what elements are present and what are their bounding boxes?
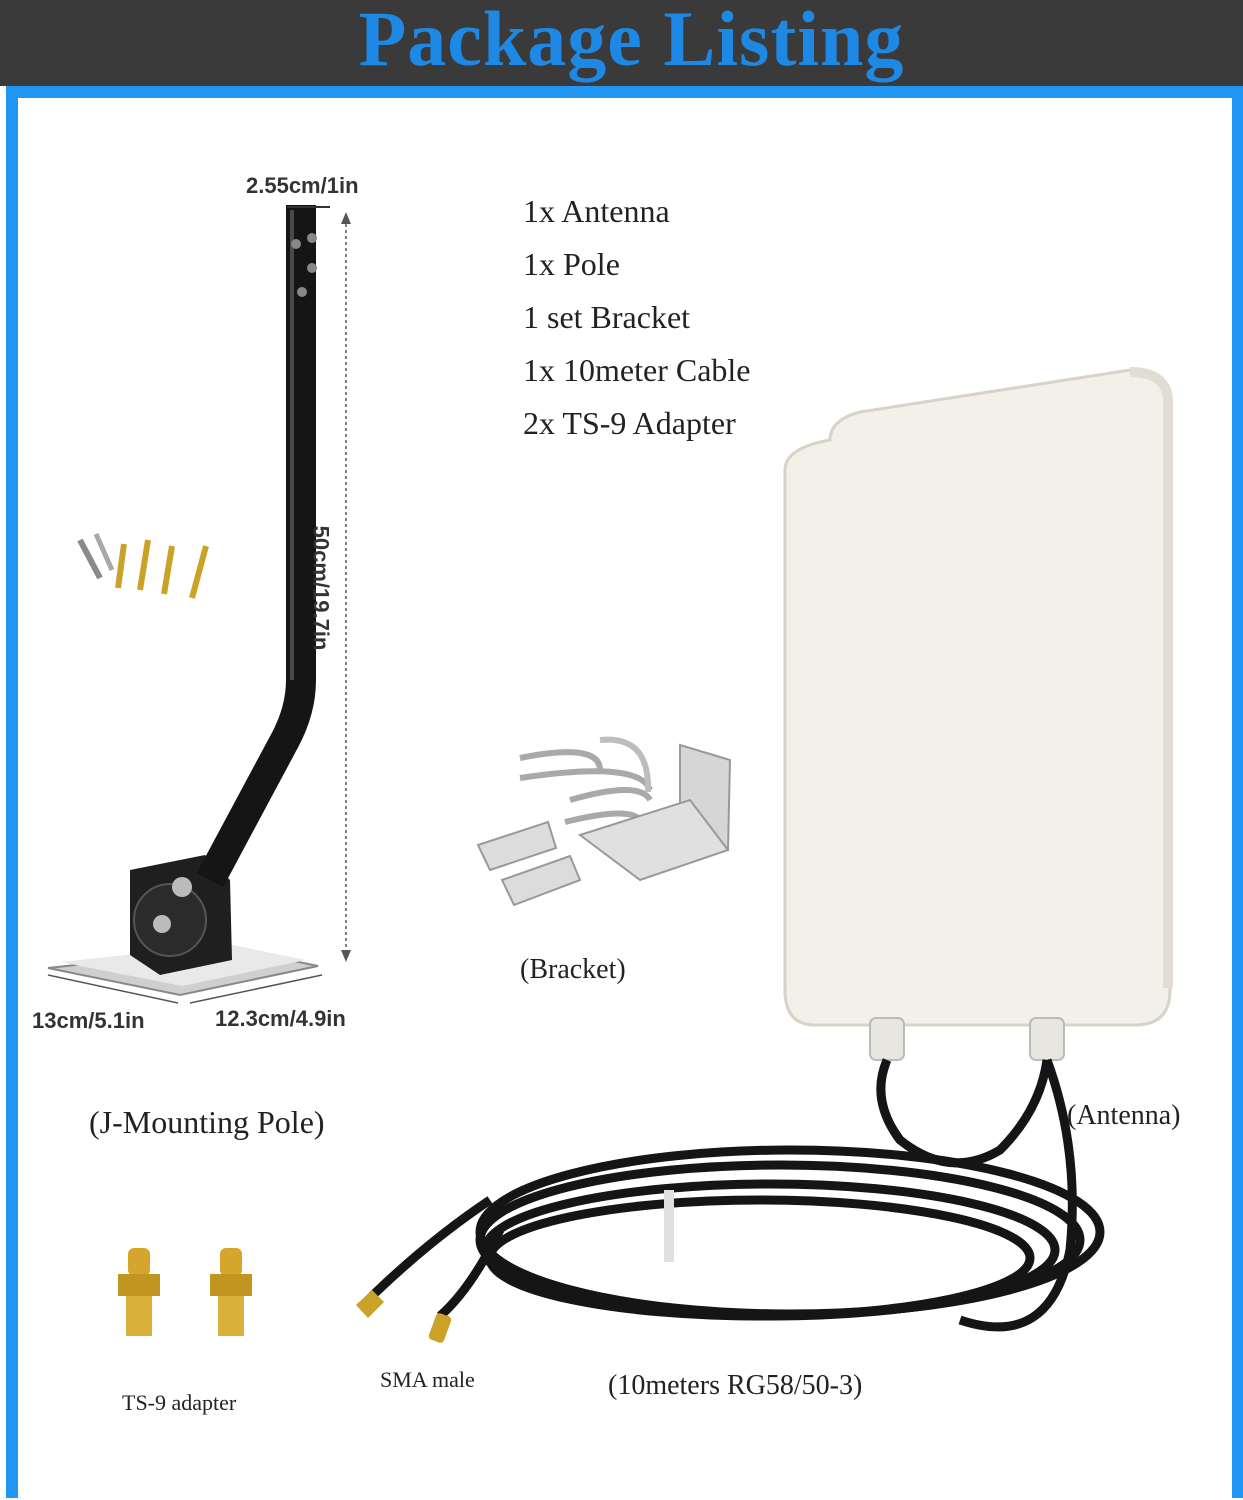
header-bar: Package Listing: [0, 0, 1243, 86]
bracket-image: [476, 736, 732, 907]
j-mounting-pole-image: [47, 205, 351, 1004]
pole-base-left-dimension: 13cm/5.1in: [32, 1008, 145, 1033]
bracket-caption: (Bracket): [520, 954, 626, 985]
package-item: 1x 10meter Cable: [523, 352, 751, 388]
adapter-caption: TS-9 adapter: [122, 1390, 237, 1415]
sma-connector-image: [356, 1290, 452, 1343]
page-title: Package Listing: [358, 0, 905, 82]
cable-caption: (10meters RG58/50-3): [608, 1370, 863, 1401]
antenna-panel-image: [783, 367, 1173, 1061]
screws-image: [77, 532, 209, 599]
pole-caption: (J-Mounting Pole): [89, 1104, 325, 1140]
sma-caption: SMA male: [380, 1367, 475, 1392]
pole-height-dimension: 50cm/19.7in: [308, 525, 334, 651]
package-item: 1x Pole: [523, 246, 620, 282]
antenna-caption: (Antenna): [1067, 1100, 1181, 1131]
package-item: 2x TS-9 Adapter: [523, 405, 736, 441]
cable-image: [368, 1058, 1105, 1332]
pole-top-dimension: 2.55cm/1in: [246, 173, 359, 198]
package-item: 1 set Bracket: [523, 299, 691, 335]
package-list: 1x Antenna 1x Pole 1 set Bracket 1x 10me…: [523, 185, 750, 450]
package-item: 1x Antenna: [523, 193, 670, 229]
pole-base-right-dimension: 12.3cm/4.9in: [215, 1006, 346, 1031]
ts9-adapter-image: [118, 1248, 252, 1336]
